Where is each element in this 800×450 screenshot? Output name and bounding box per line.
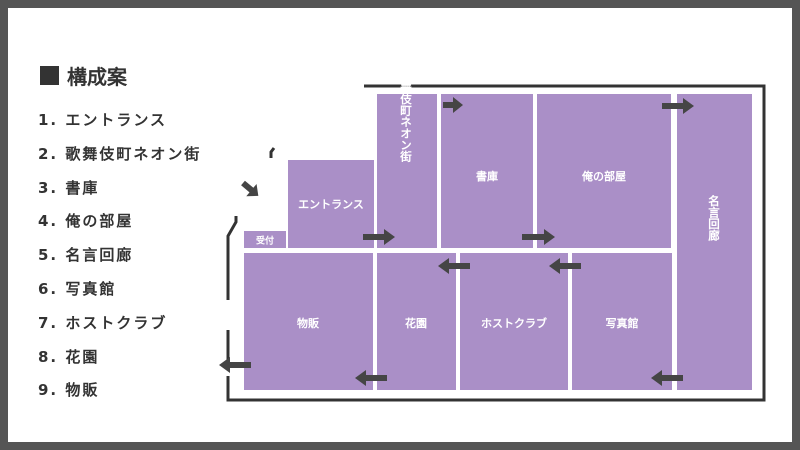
list-item: 3. 書庫 bbox=[38, 178, 100, 197]
room-label: ホストクラブ bbox=[481, 316, 547, 330]
arrow-icon bbox=[438, 258, 470, 274]
outer-wall bbox=[226, 84, 766, 402]
arrow-icon bbox=[363, 229, 395, 245]
room-garden: 花園 bbox=[377, 253, 456, 390]
outer-wall bbox=[226, 216, 238, 300]
room-label: 花園 bbox=[405, 316, 427, 330]
room-label: 物販 bbox=[297, 316, 320, 330]
room-entrance: エントランス bbox=[288, 160, 374, 248]
room-label: 写真館 bbox=[606, 316, 639, 330]
list-item: 7. ホストクラブ bbox=[38, 313, 168, 332]
room-list: 1. エントランス 2. 歌舞伎町ネオン街 3. 書庫 4. 俺の部屋 5. 名… bbox=[38, 104, 201, 408]
arrow-icon bbox=[651, 370, 683, 386]
room-neon: 歌舞伎町ネオン街 bbox=[377, 69, 437, 248]
room-quotes: 名言回廊 bbox=[677, 94, 752, 390]
arrow-icon bbox=[522, 229, 555, 245]
square-bullet-icon bbox=[40, 66, 59, 85]
list-item: 2. 歌舞伎町ネオン街 bbox=[38, 144, 202, 163]
arrow-icon bbox=[355, 370, 387, 386]
room-label: 歌舞伎町ネオン街 bbox=[399, 69, 413, 163]
list-item: 9. 物販 bbox=[38, 381, 100, 400]
list-item: 5. 名言回廊 bbox=[38, 246, 134, 265]
arrow-icon bbox=[241, 180, 259, 197]
list-item: 1. エントランス bbox=[38, 111, 168, 129]
outer-wall bbox=[269, 147, 276, 158]
room-shop: 物販 bbox=[244, 253, 373, 390]
room-myroom: 俺の部屋 bbox=[537, 94, 671, 248]
section-title-text: 構成案 bbox=[67, 65, 127, 89]
arrow-icon bbox=[219, 357, 251, 373]
arrow-icon bbox=[443, 97, 463, 113]
room-host: ホストクラブ bbox=[460, 253, 568, 390]
room-label: 受付 bbox=[256, 235, 274, 247]
room-reception: 受付 bbox=[244, 231, 286, 248]
arrow-icon bbox=[662, 98, 694, 114]
room-label: 書庫 bbox=[476, 169, 498, 183]
room-label: 俺の部屋 bbox=[581, 169, 626, 183]
room-label: エントランス bbox=[298, 198, 364, 211]
list-item: 4. 俺の部屋 bbox=[38, 212, 134, 231]
section-title: 構成案 bbox=[40, 61, 127, 90]
room-photo: 写真館 bbox=[572, 253, 672, 390]
room-label: 名言回廊 bbox=[707, 194, 721, 242]
arrow-icon bbox=[549, 258, 581, 274]
list-item: 8. 花園 bbox=[38, 347, 100, 366]
room-library: 書庫 bbox=[441, 94, 533, 248]
list-item: 6. 写真館 bbox=[38, 279, 117, 298]
